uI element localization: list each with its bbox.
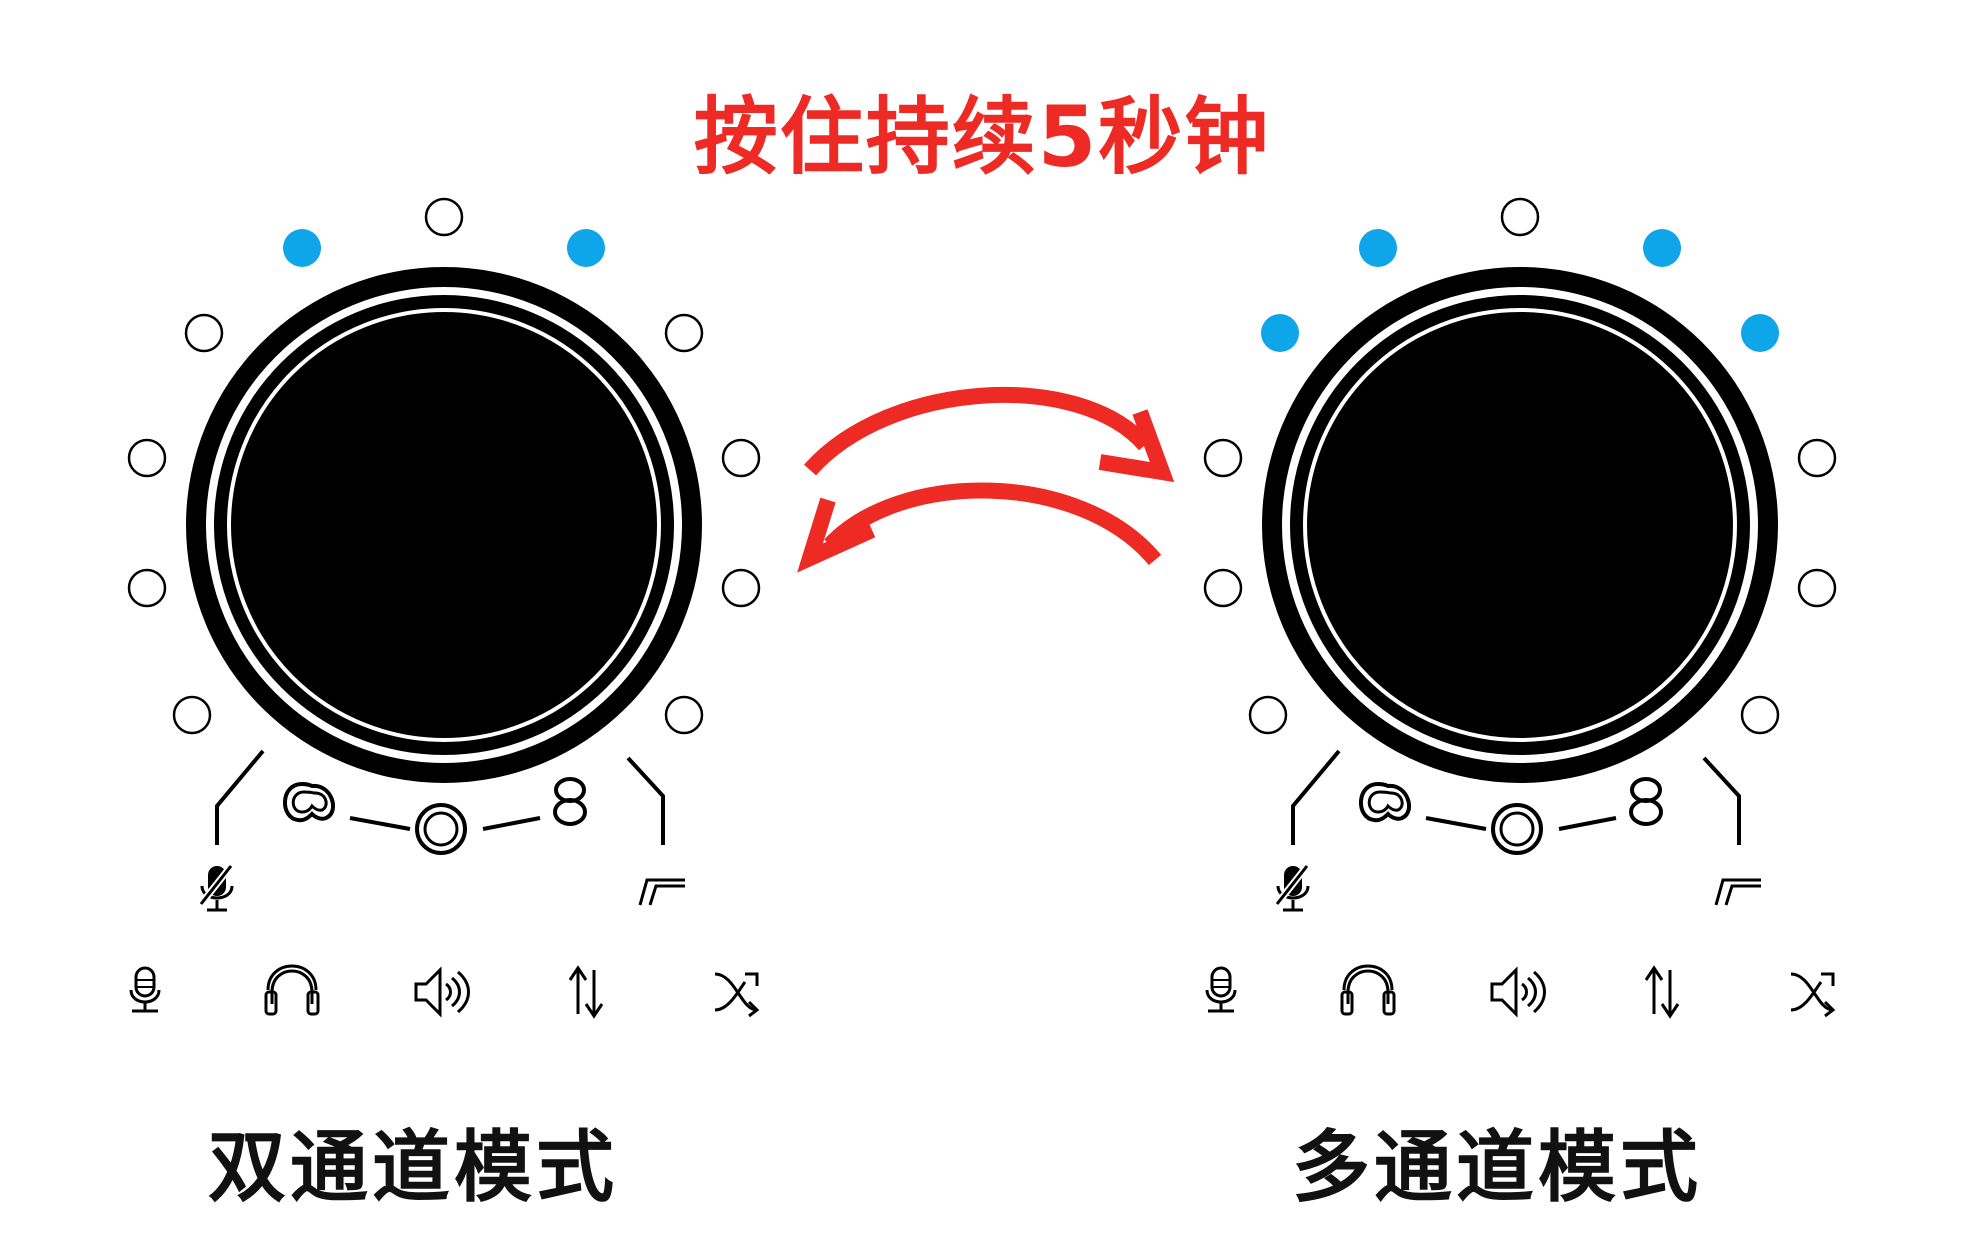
speaker-icon bbox=[414, 966, 470, 1018]
led-indicator-off bbox=[1203, 568, 1243, 608]
bracket-left bbox=[1291, 749, 1341, 845]
led-indicator-off bbox=[172, 695, 212, 735]
dial-left bbox=[127, 197, 761, 1019]
highpass-icon bbox=[638, 878, 685, 906]
led-indicator-off bbox=[127, 568, 167, 608]
knob-inner-line bbox=[227, 308, 661, 742]
led-indicator-on bbox=[1741, 314, 1779, 352]
omni-icon bbox=[1491, 803, 1543, 855]
cardioid-icon bbox=[283, 781, 336, 823]
mic-icon bbox=[1205, 966, 1237, 1013]
led-indicator-off bbox=[1740, 695, 1780, 735]
knob-body[interactable] bbox=[1290, 295, 1750, 755]
mic-mute-icon bbox=[1274, 863, 1310, 912]
bracket-right bbox=[1702, 756, 1741, 845]
led-indicator-off bbox=[1203, 438, 1243, 478]
led-indicator-off bbox=[1797, 438, 1837, 478]
knob-inner-line bbox=[1303, 308, 1737, 742]
led-indicator-off bbox=[127, 438, 167, 478]
pattern-dash bbox=[349, 816, 411, 831]
mode-label-multi: 多通道模式 bbox=[1291, 1123, 1702, 1213]
toggle-arrow-left bbox=[797, 482, 1162, 573]
pattern-dash bbox=[1558, 816, 1617, 831]
shuffle-icon bbox=[714, 972, 760, 1018]
led-indicator-off bbox=[1248, 695, 1288, 735]
speaker-icon bbox=[1490, 966, 1546, 1018]
led-indicator-off bbox=[721, 568, 761, 608]
highpass-icon bbox=[1714, 878, 1761, 906]
headphones-icon bbox=[264, 964, 320, 1016]
bracket-left bbox=[215, 749, 265, 845]
led-indicator-off bbox=[424, 197, 464, 237]
toggle-arrow-right bbox=[804, 387, 1175, 483]
shuffle-icon bbox=[1790, 972, 1836, 1018]
led-indicator-on bbox=[1261, 314, 1299, 352]
led-indicator-off bbox=[721, 438, 761, 478]
headphones-icon bbox=[1340, 964, 1396, 1016]
pattern-dash bbox=[1425, 816, 1487, 831]
led-indicator-on bbox=[1643, 229, 1681, 267]
led-indicator-off bbox=[664, 695, 704, 735]
mode-label-dual: 双通道模式 bbox=[207, 1123, 618, 1213]
cardioid-icon bbox=[1359, 781, 1412, 823]
led-indicator-on bbox=[283, 229, 321, 267]
figure8-icon bbox=[1629, 777, 1663, 826]
page-title: 按住持续5秒钟 bbox=[693, 88, 1271, 186]
dial-right bbox=[1203, 197, 1837, 1019]
led-indicator-on bbox=[1359, 229, 1397, 267]
led-ring-right bbox=[1203, 197, 1837, 735]
swap-arrows-icon bbox=[568, 965, 604, 1019]
led-indicator-off bbox=[184, 313, 224, 353]
led-indicator-off bbox=[1797, 568, 1837, 608]
led-indicator-off bbox=[1500, 197, 1540, 237]
led-ring-left bbox=[127, 197, 761, 735]
led-indicator-on bbox=[567, 229, 605, 267]
mic-mute-icon bbox=[198, 863, 234, 912]
omni-icon bbox=[415, 803, 467, 855]
pattern-dash bbox=[482, 816, 541, 831]
led-indicator-off bbox=[664, 313, 704, 353]
figure8-icon bbox=[553, 777, 587, 826]
swap-arrows-icon bbox=[1644, 965, 1680, 1019]
knob-body[interactable] bbox=[214, 295, 674, 755]
bracket-right bbox=[626, 756, 665, 845]
mic-icon bbox=[129, 966, 161, 1013]
